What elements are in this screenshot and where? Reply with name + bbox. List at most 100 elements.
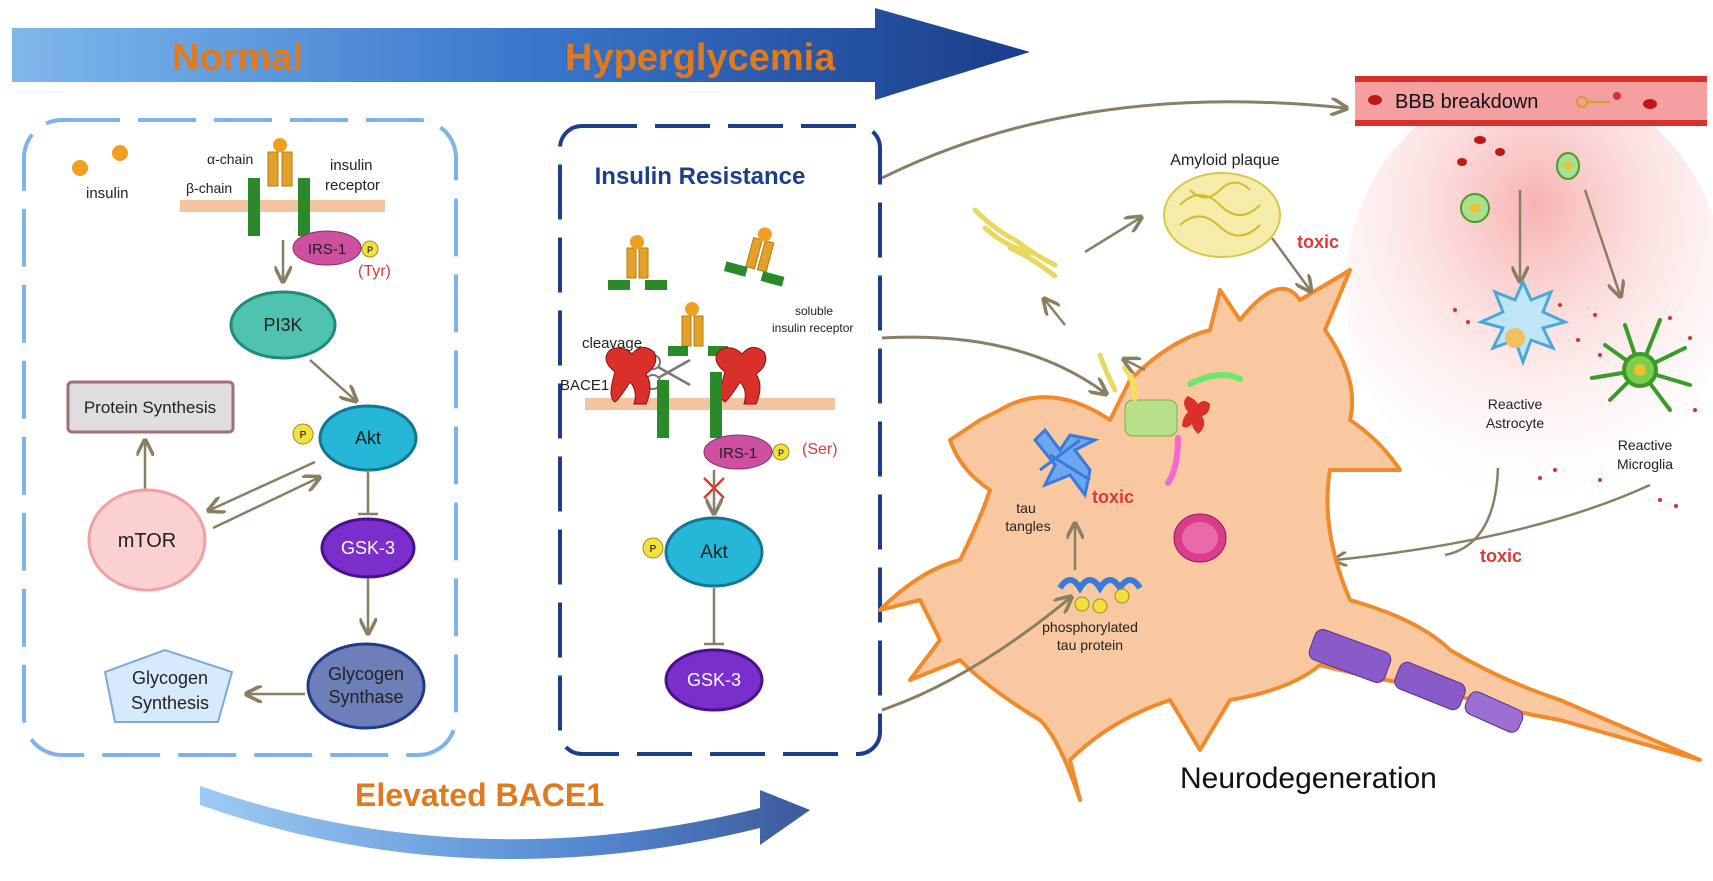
- protein-synthesis-box: [66, 380, 235, 434]
- cytokine-dots: [1453, 303, 1697, 508]
- neurodegeneration-label: Neurodegeneration: [1180, 762, 1437, 795]
- elevated-bace1-label: Elevated BACE1: [355, 777, 604, 813]
- tau-tangles-icon: [1032, 427, 1100, 499]
- phospho-label: P: [300, 430, 307, 441]
- receptor-stem: [710, 372, 722, 438]
- tau-tangles-label-2: tangles: [1005, 518, 1050, 534]
- soluble-receptor-icon: [608, 235, 667, 290]
- amyloid-plaque-icon: [1163, 172, 1281, 258]
- phospho-icon: [642, 537, 664, 559]
- irs1-ser-node: [703, 434, 773, 470]
- toxic-tau-label: toxic: [1092, 487, 1134, 507]
- arrow-pi3k-akt: [309, 359, 355, 400]
- microglia-label-2: Microglia: [1617, 456, 1673, 472]
- arrow-app-fibril: [1045, 300, 1066, 326]
- bace1-label: BACE1: [560, 377, 609, 394]
- block-x-icon: [703, 477, 725, 499]
- irs1-ser-label: IRS-1: [719, 445, 757, 462]
- akt-resistance-node: [664, 516, 764, 588]
- bace1-enzyme-icon: [715, 347, 767, 405]
- arrow-app-fibril-2: [1125, 360, 1146, 370]
- insulin-resistance-title: Insulin Resistance: [595, 163, 806, 190]
- insulin-receptor-label-1: insulin: [330, 157, 373, 174]
- phospho-icon: [292, 423, 314, 445]
- alpha-chain-label: α-chain: [207, 151, 253, 167]
- phospho-icon: [772, 443, 790, 461]
- ser-label: (Ser): [802, 441, 838, 458]
- tau-tangles-label-1: tau: [1016, 500, 1035, 516]
- bace1-enzyme-icon: [605, 347, 657, 405]
- glycogen-synthesis-shape: [103, 648, 234, 723]
- axon-myelin-icon: [1308, 629, 1524, 733]
- hyperglycemia-label: Hyperglycemia: [565, 37, 836, 79]
- gsk3-resistance-node: [664, 648, 764, 712]
- top-banner-arrow: [12, 8, 1030, 100]
- phospho-label: P: [778, 448, 784, 458]
- cell-membrane: [180, 200, 385, 212]
- reactive-microglia-icon: [1590, 318, 1692, 412]
- arrow-akt-mtor: [210, 460, 316, 510]
- glial-cell-icon: [1556, 152, 1580, 180]
- arrow-plaque-neuron: [1270, 237, 1310, 290]
- phospho-tau-label-2: tau protein: [1057, 637, 1123, 653]
- pi3k-label: PI3K: [263, 315, 302, 335]
- reactive-astrocyte-icon: [1476, 278, 1570, 367]
- phosphorylated-tau-icon: [1057, 577, 1143, 614]
- pi3k-node: [229, 290, 337, 360]
- arrow-to-microglia: [1583, 189, 1620, 295]
- insulin-resistance-panel: [558, 124, 882, 756]
- glycogen-synthesis-label-1: Glycogen: [132, 668, 208, 688]
- microglia-label-1: Reactive: [1618, 437, 1673, 453]
- phospho-label: P: [367, 245, 373, 255]
- astrocyte-label-1: Reactive: [1488, 396, 1543, 412]
- protein-synthesis-label: Protein Synthesis: [84, 398, 216, 417]
- irs1-label: IRS-1: [308, 241, 346, 258]
- tyr-label: (Tyr): [358, 263, 391, 280]
- insulin-molecule-icon: [72, 160, 88, 176]
- arrow-mtor-akt: [212, 478, 318, 530]
- phospho-tau-label-1: phosphorylated: [1042, 619, 1138, 635]
- glial-cell-icon: [1460, 193, 1490, 223]
- arrow-resistance-bbb: [881, 102, 1345, 180]
- glycogen-synthase-node: [306, 642, 426, 730]
- normal-panel: [22, 118, 458, 757]
- amyloid-plaque-label: Amyloid plaque: [1170, 152, 1280, 169]
- insulin-receptor-icon: [248, 138, 310, 236]
- glycogen-synthase-label-2: Synthase: [328, 687, 403, 707]
- toxic-amyloid-label: toxic: [1297, 232, 1339, 252]
- insulin-receptor-label-2: receptor: [325, 177, 380, 194]
- glycogen-synthesis-label-2: Synthesis: [131, 693, 209, 713]
- blood-vessel: [1355, 76, 1707, 166]
- inflammation-glow: [1345, 80, 1713, 500]
- arrow-soluble-neuron: [881, 335, 1105, 393]
- soluble-label-1: soluble: [795, 304, 833, 318]
- phospho-icon: [361, 240, 379, 258]
- arrow-fibril-plaque: [1084, 218, 1140, 254]
- mtor-node: [87, 488, 207, 592]
- cleaved-receptor-icon: [668, 302, 728, 356]
- toxic-glia-label: toxic: [1480, 546, 1522, 566]
- gsk3-label: GSK-3: [341, 538, 395, 558]
- bbb-breakdown-label: BBB breakdown: [1395, 91, 1538, 113]
- insulin-molecule-icon: [112, 145, 128, 161]
- astrocyte-label-2: Astrocyte: [1486, 415, 1545, 431]
- arrow-gsk3-tau: [881, 598, 1070, 712]
- irs1-node: [292, 230, 362, 266]
- app-protein-icon: [1124, 399, 1178, 437]
- arrow-astrocyte-neuron: [1444, 467, 1500, 557]
- bottom-curved-arrow: [200, 786, 810, 860]
- mtor-label: mTOR: [118, 530, 177, 552]
- gsk3-resistance-label: GSK-3: [687, 670, 741, 690]
- amyloid-fibril-icon: [972, 207, 1118, 393]
- gsk3-node: [320, 517, 416, 579]
- bace1-neuron-icon: [1182, 396, 1210, 434]
- normal-label: Normal: [172, 37, 303, 79]
- phospho-label: P: [650, 544, 657, 555]
- key-icon: [1576, 92, 1621, 108]
- akt-resistance-label: Akt: [700, 542, 728, 563]
- arrow-glia-neuron: [1335, 483, 1651, 560]
- soluble-label-2: insulin receptor: [772, 321, 853, 335]
- insulin-label: insulin: [86, 185, 129, 202]
